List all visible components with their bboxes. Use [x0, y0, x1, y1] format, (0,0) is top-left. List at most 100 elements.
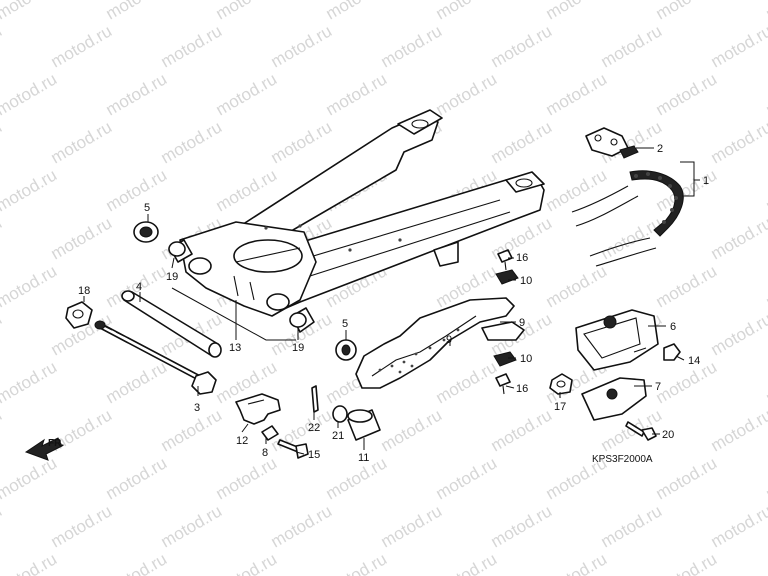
diagram-code: KPS3F2000A — [592, 454, 653, 465]
watermark-text: motod.ru — [598, 21, 666, 71]
watermark-text: motod.ru — [598, 501, 666, 551]
chain-guide-upper — [575, 309, 659, 371]
watermark-text: motod.ru — [0, 309, 5, 359]
watermark-text: motod.ru — [323, 69, 391, 119]
watermark-text: motod.ru — [48, 213, 116, 263]
watermark-text: motod.ru — [0, 501, 5, 551]
callout-16b: 16 — [516, 383, 528, 395]
watermark-text: motod.ru — [0, 0, 60, 23]
watermark-text: motod.ru — [0, 405, 5, 455]
watermark-text: motod.ru — [158, 21, 226, 71]
callout-19b: 19 — [292, 342, 304, 354]
watermark-text: motod.ru — [103, 165, 171, 215]
watermark-text: motod.ru — [323, 453, 391, 503]
watermark-text: motod.ru — [488, 117, 556, 167]
watermark-text: motod.ru — [598, 213, 666, 263]
watermark-text: motod.ru — [103, 69, 171, 119]
watermark-text: motod.ru — [433, 69, 501, 119]
swingarm — [179, 109, 545, 317]
watermark-text: motod.ru — [433, 357, 501, 407]
watermark-text: motod.ru — [213, 0, 281, 23]
watermark-text: motod.ru — [213, 69, 281, 119]
watermark-text: motod.ru — [708, 21, 768, 71]
callout-17: 17 — [554, 401, 566, 413]
watermark-text: motod.ru — [323, 549, 391, 576]
watermark-text: motod.ru — [543, 165, 611, 215]
chain-master-link — [585, 127, 639, 159]
watermark-text: motod.ru — [0, 117, 5, 167]
watermark-text: motod.ru — [708, 405, 768, 455]
watermark-text: motod.ru — [543, 0, 611, 23]
watermark-text: motod.ru — [48, 117, 116, 167]
bushing-lower — [335, 339, 357, 361]
watermark-text: motod.ru — [708, 501, 768, 551]
watermark-text: motod.ru — [653, 549, 721, 576]
leader-lines — [83, 147, 700, 455]
callout-21: 21 — [332, 430, 344, 442]
callout-19a: 19 — [166, 271, 178, 283]
watermark-text: motod.ru — [0, 21, 5, 71]
watermark-text: motod.ru — [653, 165, 721, 215]
callout-16a: 16 — [516, 252, 528, 264]
watermark-text: motod.ru — [543, 261, 611, 311]
callout-10a: 10 — [520, 275, 532, 287]
watermark-text: motod.ru — [0, 165, 60, 215]
cushion-upper — [495, 269, 519, 285]
pivot-collar — [121, 290, 222, 358]
watermark-text: motod.ru — [0, 357, 60, 407]
watermark-text: motod.ru — [708, 213, 768, 263]
watermark-text: motod.ru — [378, 21, 446, 71]
watermark-text: motod.ru — [708, 117, 768, 167]
callout-6: 6 — [670, 321, 676, 333]
needle-bearing-left — [168, 239, 193, 263]
watermark-text: motod.ru — [763, 0, 768, 23]
callout-22: 22 — [308, 422, 320, 434]
callout-1: 1 — [703, 175, 709, 187]
chain-guide-lower — [581, 377, 647, 421]
watermark-text: motod.ru — [763, 549, 768, 576]
watermark-text: motod.ru — [378, 501, 446, 551]
watermark-text: motod.ru — [653, 453, 721, 503]
roller-11 — [347, 409, 381, 441]
pin-22 — [311, 385, 319, 413]
collar-21 — [332, 405, 348, 423]
watermark-text: motod.ru — [0, 453, 60, 503]
watermark-text: motod.ru — [48, 501, 116, 551]
callout-numbers: 1 2 3 4 5 5 6 7 8 9 9 10 10 11 12 13 14 … — [78, 143, 709, 464]
watermark-text: motod.ru — [268, 501, 336, 551]
watermark-text: motod.ru — [543, 69, 611, 119]
watermark-text: motod.ru — [103, 0, 171, 23]
watermark-text: motod.ru — [0, 69, 60, 119]
watermark-text: motod.ru — [763, 357, 768, 407]
watermark-text: motod.ru — [0, 549, 60, 576]
watermark-text: motod.ru — [653, 69, 721, 119]
bolt-20 — [625, 421, 657, 441]
watermark-text: motod.ru — [653, 261, 721, 311]
callout-2: 2 — [657, 143, 663, 155]
callout-7: 7 — [655, 381, 661, 393]
bolt-15 — [277, 439, 309, 459]
callout-14: 14 — [688, 355, 700, 367]
callout-10b: 10 — [520, 353, 532, 365]
watermark-text: motod.ru — [708, 309, 768, 359]
callout-13: 13 — [229, 342, 241, 354]
watermark-text: motod.ru — [0, 261, 60, 311]
watermark-text: motod.ru — [268, 117, 336, 167]
cushion-lower — [493, 351, 517, 367]
watermark-text: motod.ru — [323, 0, 391, 23]
watermark-text: motod.ru — [48, 21, 116, 71]
nut-17 — [549, 373, 573, 395]
chain-slider — [355, 297, 525, 389]
callout-20: 20 — [662, 429, 674, 441]
watermark-text: motod.ru — [158, 405, 226, 455]
watermark-text: motod.ru — [488, 21, 556, 71]
watermark-text: motod.ru — [488, 405, 556, 455]
callout-5b: 5 — [342, 318, 348, 330]
callout-15: 15 — [308, 449, 320, 461]
watermark-text: motod.ru — [103, 357, 171, 407]
watermark-text: motod.ru — [213, 453, 281, 503]
watermark-text: motod.ru — [158, 501, 226, 551]
callout-9a: 9 — [519, 317, 525, 329]
callout-4: 4 — [136, 281, 142, 293]
